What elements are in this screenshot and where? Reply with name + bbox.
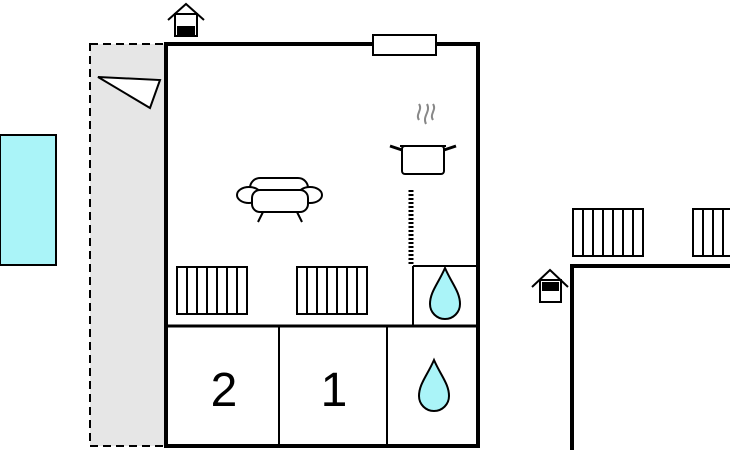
- cooking-pot-icon: [389, 103, 457, 175]
- room-number: 2: [211, 364, 238, 417]
- terrace-icon: [97, 76, 162, 110]
- radiator-icon: [296, 266, 368, 315]
- main-building-wall: [164, 42, 480, 448]
- second-building-wall: [570, 264, 730, 450]
- radiator-icon: [176, 266, 248, 315]
- room-number: 1: [321, 364, 348, 417]
- sofa-icon: [236, 177, 323, 223]
- water-drop-icon: [417, 357, 451, 412]
- radiator-icon: [572, 208, 644, 257]
- entrance-icon: [167, 2, 205, 37]
- terrace-area: [89, 43, 167, 447]
- radiator-icon: [692, 208, 730, 257]
- pool-icon: [0, 134, 57, 266]
- entrance-icon: [531, 268, 569, 303]
- window-icon: [372, 34, 437, 56]
- water-drop-icon: [428, 265, 462, 320]
